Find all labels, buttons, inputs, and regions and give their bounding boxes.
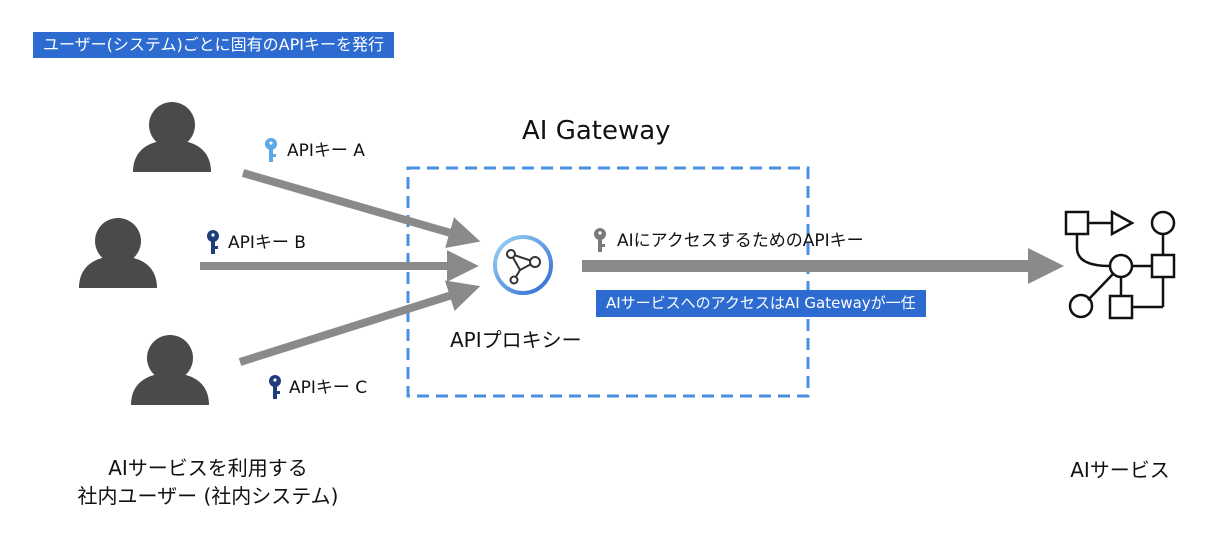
key-icon-a <box>265 138 277 162</box>
key-icon-c <box>269 375 281 399</box>
users-caption-line1: AIサービスを利用する <box>108 456 308 480</box>
user-icon-c <box>131 335 209 405</box>
gateway-title: AI Gateway <box>522 116 671 146</box>
header-banner: ユーザー(システム)ごとに固有のAPIキーを発行 <box>33 32 394 58</box>
arrow-to-service-head <box>1028 248 1064 284</box>
user-icon-b <box>79 218 157 288</box>
ai-service-caption: AIサービス <box>1070 458 1170 482</box>
key-label-a: APIキー A <box>287 141 365 161</box>
users-caption: AIサービスを利用する 社内ユーザー (社内システム) <box>40 454 376 510</box>
arrow-user-a <box>241 169 481 249</box>
ai-service-icon <box>1064 209 1176 320</box>
key-label-ai-access: AIにアクセスするためのAPIキー <box>617 231 864 251</box>
gateway-box <box>406 166 810 398</box>
key-icon-b <box>207 230 219 254</box>
users-caption-line2: 社内ユーザー (社内システム) <box>77 484 339 508</box>
gateway-note-banner: AIサービスへのアクセスはAI Gatewayが一任 <box>596 290 926 317</box>
arrow-user-c <box>238 280 481 366</box>
key-label-b: APIキー B <box>228 233 306 253</box>
user-icon-a <box>133 102 211 172</box>
api-proxy-label: APIプロキシー <box>450 328 582 352</box>
api-proxy-icon <box>493 235 553 295</box>
key-label-c: APIキー C <box>289 378 368 398</box>
key-icon-ai-access <box>594 228 606 252</box>
